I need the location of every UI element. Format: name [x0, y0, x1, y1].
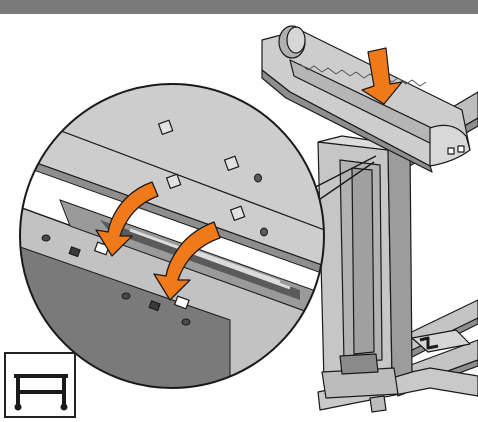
printer-stand-badge	[4, 352, 76, 418]
header-bar	[0, 0, 478, 14]
magnifier-detail	[20, 84, 324, 388]
printer-stand-icon	[8, 356, 72, 414]
down-arrow-icon	[361, 47, 403, 105]
top-beam	[261, 25, 471, 173]
magnifier-ring	[19, 83, 325, 389]
stand-frame	[317, 91, 478, 413]
curved-arrow-icon	[95, 181, 221, 301]
